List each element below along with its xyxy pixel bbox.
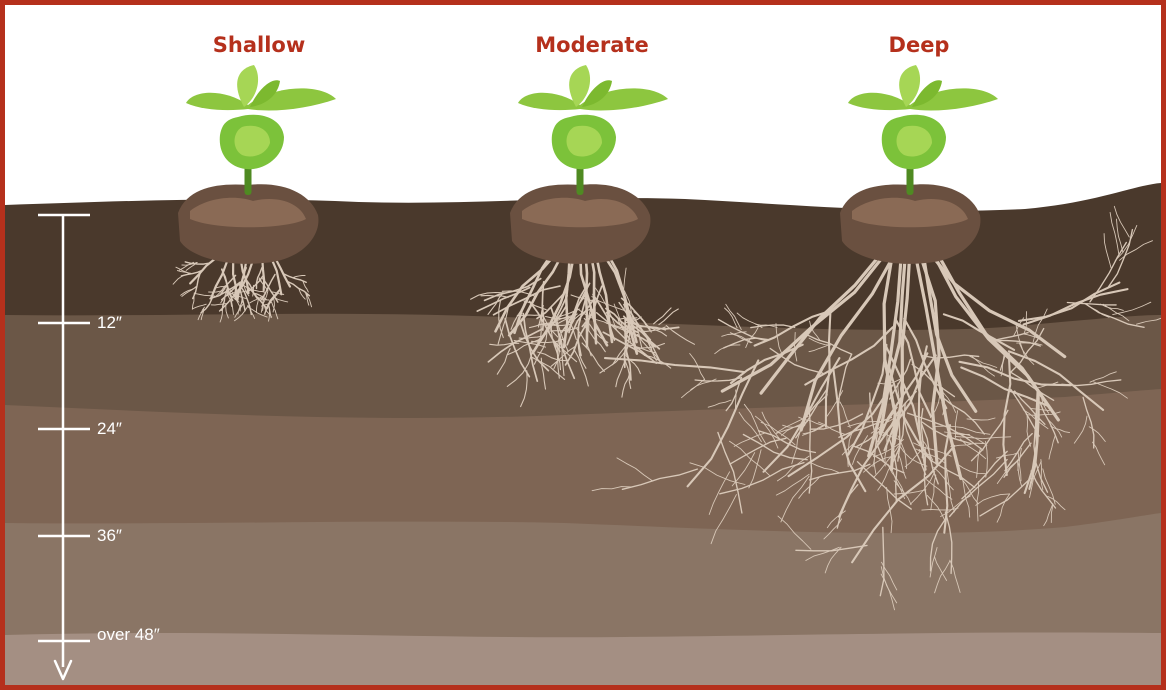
plant-title-deep: Deep: [819, 33, 1019, 57]
seedling-shallow: [178, 65, 336, 264]
seedling-moderate: [510, 65, 668, 264]
soil-layer-5: [5, 632, 1161, 685]
seedling-leaf-left: [848, 93, 910, 110]
depth-label-36: 36″: [97, 526, 122, 546]
depth-label-24: 24″: [97, 419, 122, 439]
seedling-leaf-left: [186, 93, 248, 110]
root-depth-diagram: [5, 5, 1161, 685]
plant-title-moderate: Moderate: [492, 33, 692, 57]
plant-title-shallow: Shallow: [159, 33, 359, 57]
seedling-deep: [840, 65, 998, 264]
soil-layer-4: [5, 513, 1161, 645]
seedling-leaf-left: [518, 93, 580, 110]
depth-label-12: 12″: [97, 313, 122, 333]
depth-label-over-48: over 48″: [97, 625, 160, 645]
seedlings: [178, 65, 998, 264]
